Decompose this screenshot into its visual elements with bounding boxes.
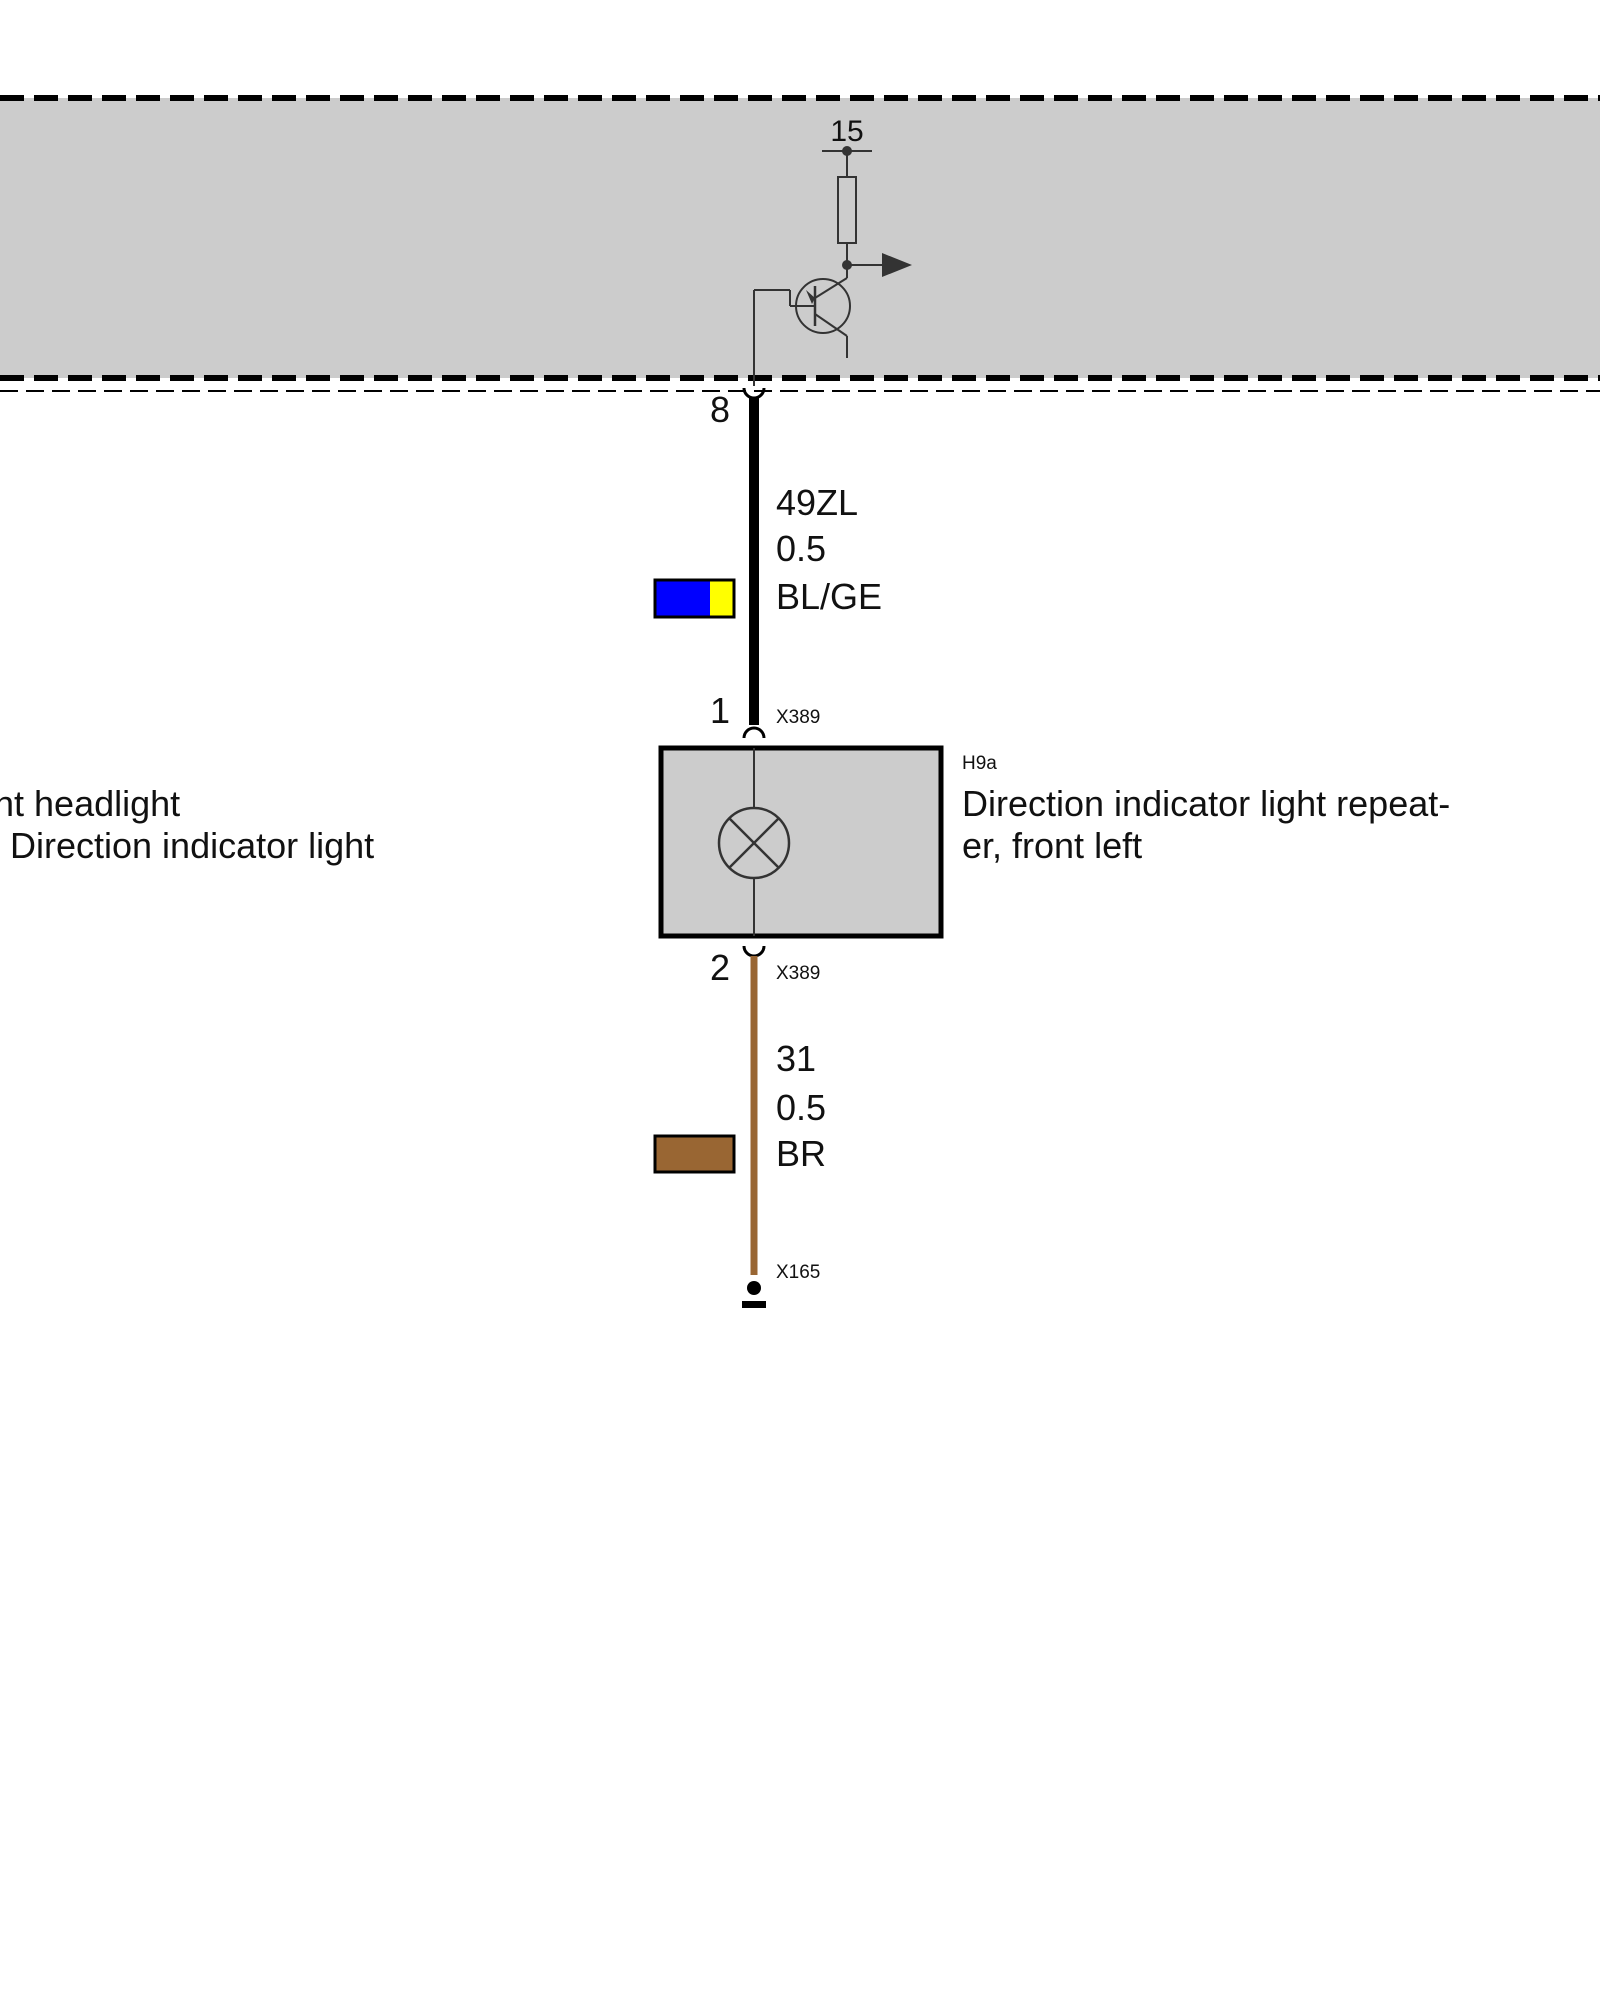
control-unit-body [0,98,1600,378]
upper-wire-color-swatch-blue [655,580,710,617]
upper-wire-color-swatch-yellow [710,580,734,617]
upper-wire-color-code: BL/GE [776,576,882,617]
lower-wire: 31 0.5 BR [653,956,826,1275]
lamp-pin-in-connector-icon [742,726,766,739]
ground-connector-label: X165 [776,1262,820,1283]
lamp-description-line1: Direction indicator light repeat- [962,783,1450,824]
ground-point: X165 [742,1262,820,1308]
lamp-description-line2: er, front left [962,825,1142,866]
lamp-pin-out-connector-icon [742,945,766,958]
upper-wire-color-swatch-border [653,578,736,619]
lamp-pin-in-label: 1 [710,690,730,731]
upper-wire: 49ZL 0.5 BL/GE [653,398,882,725]
ground-node [747,1281,761,1295]
ground-icon [742,1301,766,1308]
lamp-id-label: H9a [962,753,997,774]
cut-off-label-line1: ht headlight [0,783,180,824]
lamp-component: 1 X389 H9a Direction indicator light rep… [658,690,1450,988]
pin-8-connector-icon [742,387,766,400]
upper-wire-cross-section: 0.5 [776,528,826,569]
lamp-connector-out-label: X389 [776,963,820,984]
lower-wire-cross-section: 0.5 [776,1087,826,1128]
transistor-symbol [753,277,851,386]
lower-wire-color-code: BR [776,1133,826,1174]
lower-wire-color-swatch [653,1134,736,1174]
output-arrow-icon [882,253,912,277]
lamp-housing [658,745,944,939]
terminal-15-label: 15 [830,115,863,148]
lamp-connector-in-label: X389 [776,707,820,728]
lower-wire-signal: 31 [776,1038,816,1079]
lamp-pin-out-label: 2 [710,947,730,988]
lamp-bulb-icon [717,806,791,880]
pin-8-label: 8 [710,389,730,430]
cut-off-label-line2: Direction indicator light [10,825,374,866]
control-unit: 15 8 [0,95,1600,430]
upper-wire-signal: 49ZL [776,482,858,523]
